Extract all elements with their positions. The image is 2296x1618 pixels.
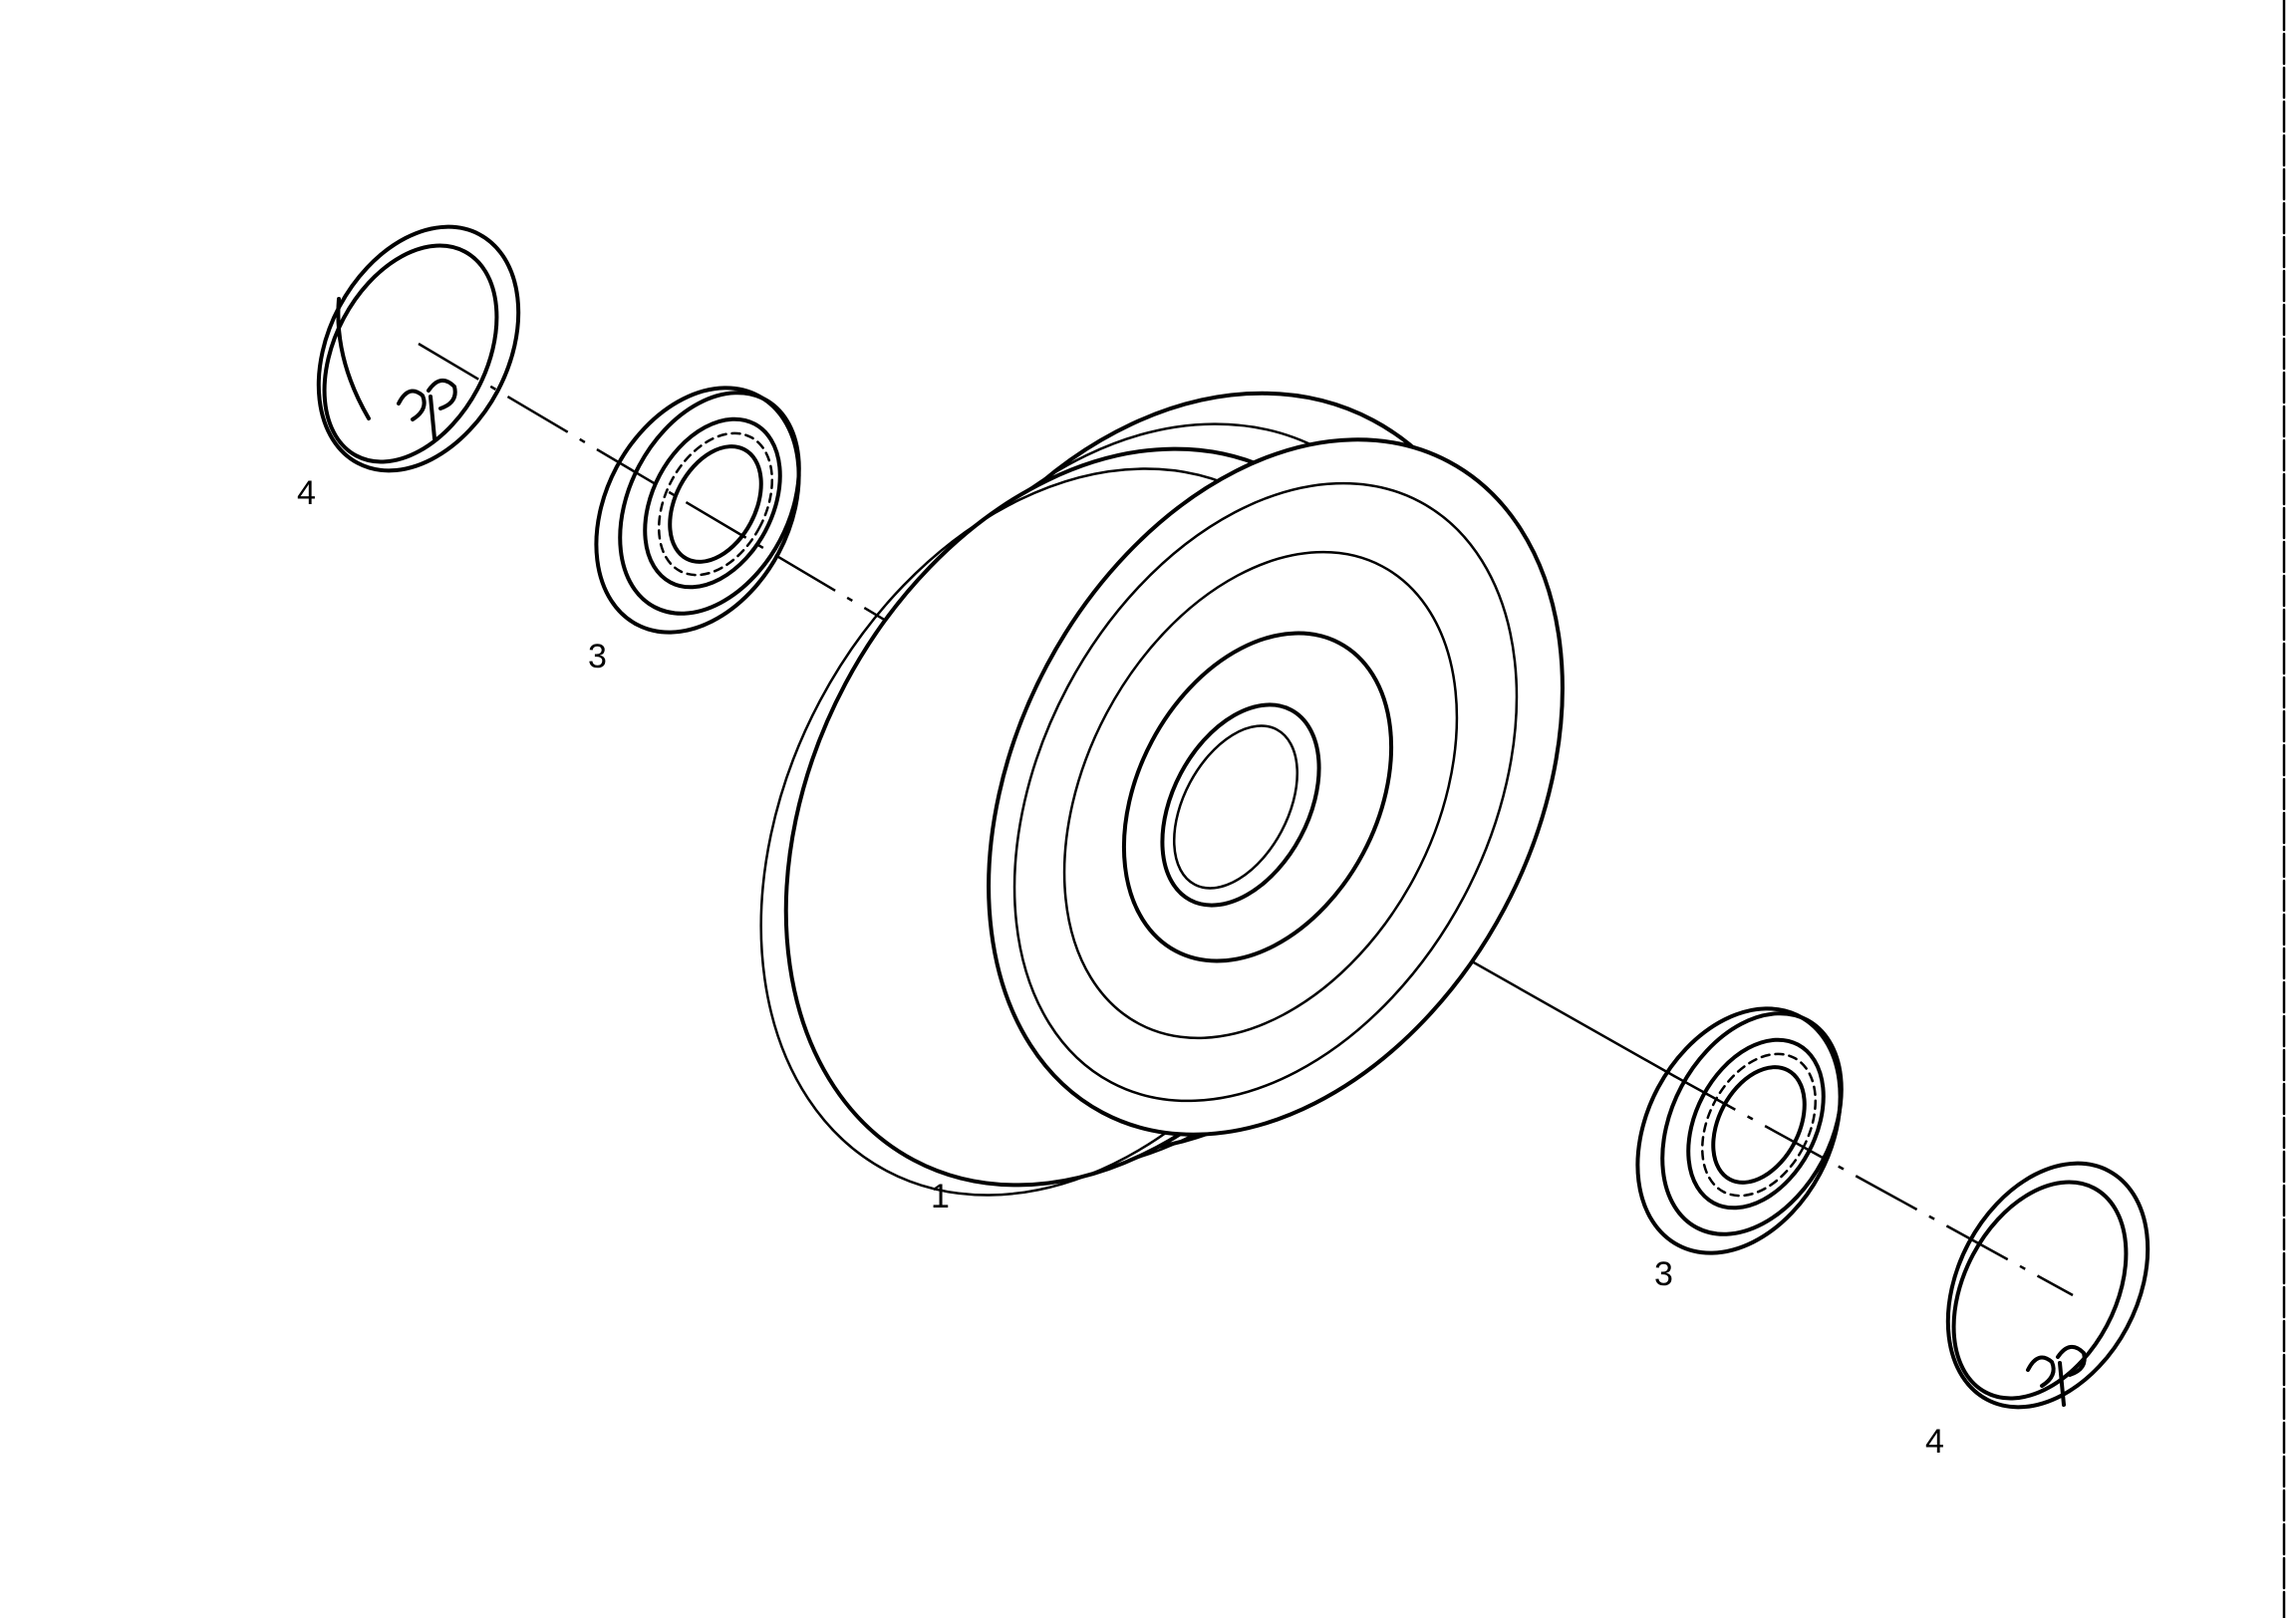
retaining-ring-upper (316, 224, 521, 473)
callout-label: 4 (1925, 1423, 1944, 1461)
callout-label: 3 (1654, 1255, 1673, 1293)
retaining-ring-lower (1945, 1161, 2151, 1410)
bearing-lower (1635, 1006, 1844, 1255)
callout-label: 1 (931, 1178, 950, 1215)
callout-label: 4 (297, 474, 316, 512)
callout-label: 3 (588, 638, 607, 675)
bearing-upper (594, 386, 801, 635)
pulley-wheel (759, 391, 1565, 1197)
